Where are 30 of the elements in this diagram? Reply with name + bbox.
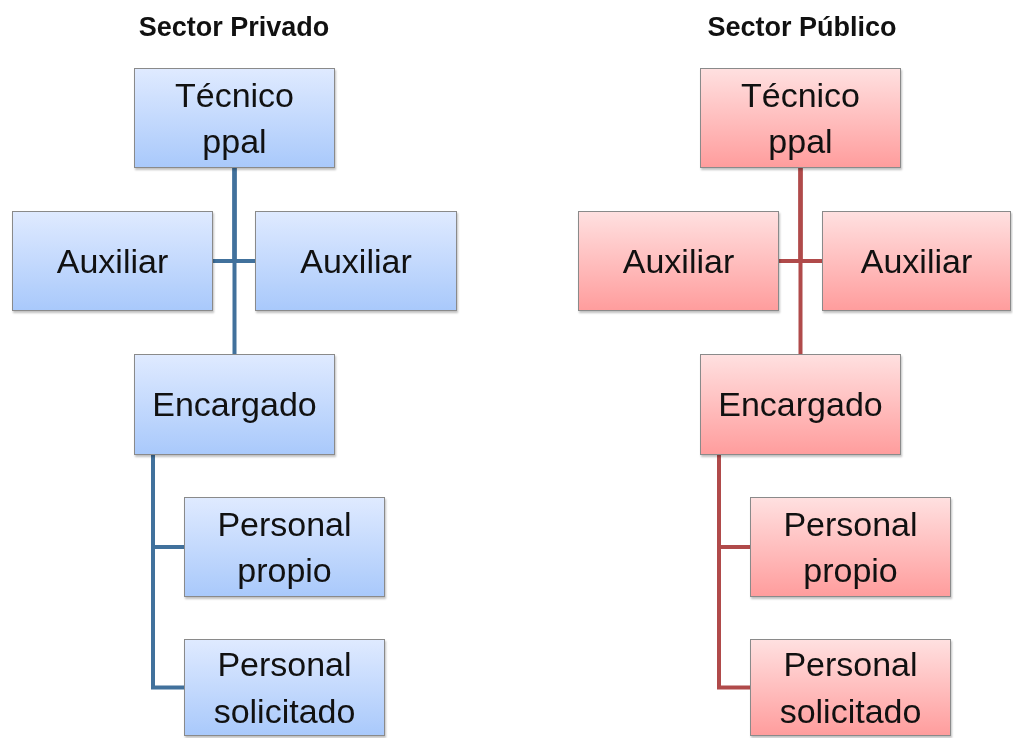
- org-box: [578, 211, 779, 311]
- org-box: [700, 68, 901, 168]
- role-label: Técnico ppal: [739, 74, 862, 162]
- org-box: [184, 497, 385, 597]
- role-label: Auxiliar: [55, 240, 170, 282]
- connector-line: [717, 455, 750, 690]
- org-box: [822, 211, 1011, 311]
- role-label: Encargado: [151, 384, 318, 426]
- role-label: Auxiliar: [621, 240, 736, 282]
- section-heading: Sector Privado: [138, 12, 330, 43]
- role-label: Personal solicitado: [212, 644, 357, 732]
- org-box: [134, 68, 335, 168]
- org-box: [134, 354, 335, 455]
- org-box: [12, 211, 213, 311]
- role-label: Personal solicitado: [778, 644, 923, 732]
- role-label: Auxiliar: [859, 240, 974, 282]
- section-heading: Sector Público: [707, 12, 897, 43]
- role-label: Personal propio: [782, 503, 919, 591]
- role-label: Personal propio: [216, 503, 353, 591]
- org-box: [184, 639, 385, 736]
- org-box: [700, 354, 901, 455]
- connector-line: [151, 455, 184, 690]
- org-box: [750, 639, 951, 736]
- connector-line: [798, 168, 803, 354]
- role-label: Encargado: [717, 384, 884, 426]
- org-box: [750, 497, 951, 597]
- role-label: Técnico ppal: [173, 74, 296, 162]
- connector-line: [232, 168, 237, 354]
- role-label: Auxiliar: [299, 240, 413, 282]
- org-box: [255, 211, 457, 311]
